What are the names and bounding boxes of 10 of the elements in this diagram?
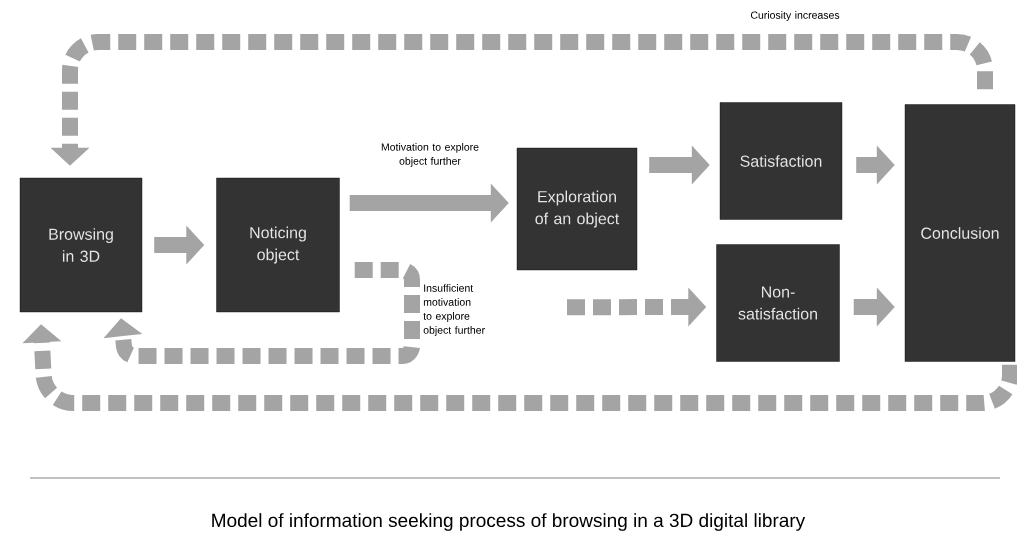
process-box: Exploration of an object [516,147,638,271]
process-box: Conclusion [904,104,1016,362]
process-box: Browsing in 3D [19,177,143,313]
caption: Model of information seeking process of browsing in a 3D digital library [212,513,806,531]
process-box: Non-satisfaction [716,244,840,362]
edge-label: Curiosity increases [750,11,840,21]
process-box: Satisfaction [719,102,843,220]
edge-label: Insufficient motivation to explore object further [423,284,485,336]
edge-label: Motivation to explore object further [381,143,479,167]
process-box: Noticing object [216,177,340,313]
